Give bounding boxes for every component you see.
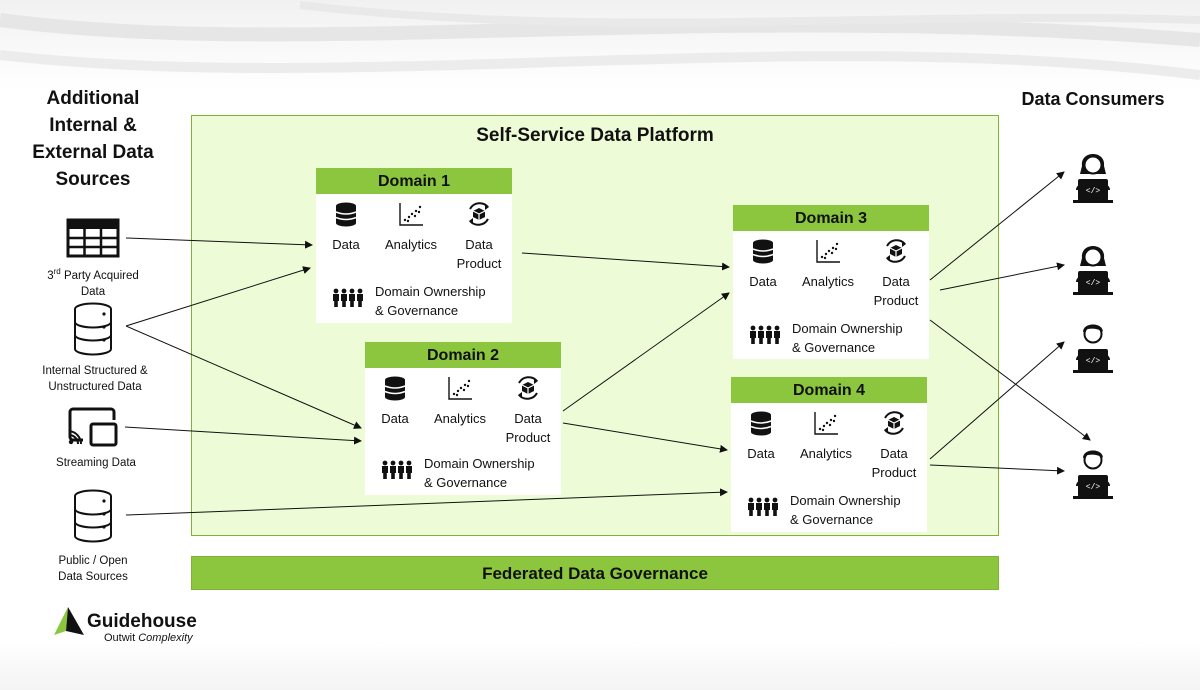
svg-text:</>: </> xyxy=(1086,357,1101,366)
analytics-label: Analytics xyxy=(433,411,487,426)
domain-title: Domain 4 xyxy=(731,377,927,403)
analytics-label: Analytics xyxy=(799,446,853,461)
public-data-label: Public / Open Data Sources xyxy=(58,555,128,583)
scatter-chart-icon xyxy=(814,412,838,435)
consumers-title: Data Consumers xyxy=(1021,89,1165,109)
governance-label: Domain Ownership & Governance xyxy=(792,321,903,355)
scatter-chart-icon xyxy=(448,377,472,400)
svg-text:</>: </> xyxy=(1086,187,1101,196)
analytics-label: Analytics xyxy=(384,237,438,252)
brand-name: Guidehouse xyxy=(87,611,197,632)
data-product-icon xyxy=(469,202,489,226)
table-grid-icon xyxy=(66,218,120,258)
analytics-label: Analytics xyxy=(801,274,855,289)
domain-title: Domain 2 xyxy=(365,342,561,368)
streaming-icon xyxy=(68,407,118,447)
svg-text:</>: </> xyxy=(1086,279,1101,288)
data-product-icon xyxy=(518,376,538,400)
internal-data-label: Internal Structured & Unstructured Data xyxy=(42,365,148,393)
domain-title: Domain 3 xyxy=(733,205,929,231)
data-label: Data xyxy=(747,446,775,461)
domain-card-4: Domain 4 Data Analytics Data Product Dom… xyxy=(731,377,927,532)
governance-label: Domain Ownership & Governance xyxy=(375,284,486,318)
scatter-chart-icon xyxy=(399,203,423,226)
people-group-icon xyxy=(382,460,412,479)
data-product-icon xyxy=(886,239,906,263)
database-icon xyxy=(750,411,772,436)
domain-card-1: Domain 1 Data Analytics Data Product Dom… xyxy=(316,168,512,323)
database-icon xyxy=(384,376,406,401)
data-label: Data xyxy=(332,237,360,252)
people-group-icon xyxy=(333,288,363,307)
data-product-label: Data Product xyxy=(456,237,502,271)
background-waves xyxy=(0,1,1200,80)
data-product-icon xyxy=(884,411,904,435)
domain-card-3: Domain 3 Data Analytics Data Product Dom… xyxy=(733,205,929,359)
guidehouse-logo-icon xyxy=(54,607,84,635)
platform-title: Self-Service Data Platform xyxy=(476,125,714,146)
data-label: Data xyxy=(749,274,777,289)
developer-person-icon: </> xyxy=(1073,450,1113,499)
sources-title: Additional Internal & External Data Sour… xyxy=(32,88,154,190)
data-product-label: Data Product xyxy=(871,446,917,480)
people-group-icon xyxy=(750,325,780,344)
developer-person-icon: </> xyxy=(1073,324,1113,373)
federated-governance-bar: Federated Data Governance xyxy=(191,556,999,590)
data-product-label: Data Product xyxy=(505,411,551,445)
data-label: Data xyxy=(381,411,409,426)
developer-person-icon: </> xyxy=(1073,154,1113,203)
governance-label: Domain Ownership & Governance xyxy=(424,456,535,490)
streaming-data-label: Streaming Data xyxy=(56,457,136,469)
database-icon xyxy=(74,302,112,356)
data-product-label: Data Product xyxy=(873,274,919,308)
database-icon xyxy=(74,489,112,543)
database-icon xyxy=(335,202,357,227)
scatter-chart-icon xyxy=(816,240,840,263)
svg-text:</>: </> xyxy=(1086,483,1101,492)
people-group-icon xyxy=(748,497,778,516)
domain-card-2: Domain 2 Data Analytics Data Product Dom… xyxy=(365,342,561,495)
database-icon xyxy=(752,239,774,264)
governance-label: Domain Ownership & Governance xyxy=(790,493,901,527)
developer-person-icon: </> xyxy=(1073,246,1113,295)
brand-tagline: Outwit Complexity xyxy=(104,632,193,644)
domain-title: Domain 1 xyxy=(316,168,512,194)
